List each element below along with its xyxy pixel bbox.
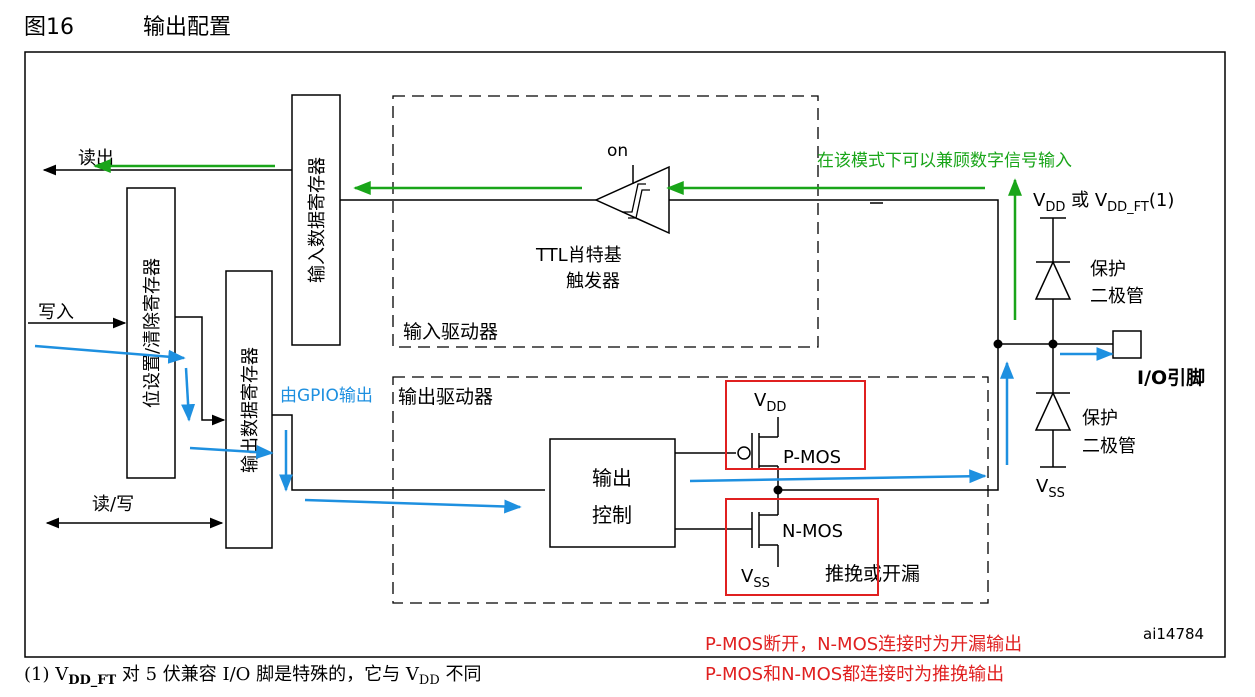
output-driver-label: 输出驱动器 [398, 386, 493, 408]
lower-diode-label-line1: 保护 [1082, 408, 1118, 429]
blue-down-arrow-1 [181, 367, 196, 422]
footnote: (1) VDD_FT 对 5 伏兼容 I/O 脚是特殊的，它与 VDD 不同 [24, 664, 481, 688]
nmos-label: N-MOS [782, 521, 843, 542]
output-control-block [549, 438, 676, 548]
input-driver-box [392, 95, 819, 348]
supply-bottom-label: VSS [1036, 476, 1065, 501]
schmitt-label-line2: 触发器 [566, 271, 620, 292]
input-data-register [291, 94, 341, 346]
output-control-line2: 控制 [592, 503, 632, 527]
pin-node-dot-left [993, 339, 1003, 349]
schmitt-trigger [594, 165, 670, 235]
pmos-vdd-label: VDD [754, 390, 786, 415]
open-drain-note: P-MOS断开，N-MOS连接时为开漏输出 [705, 634, 1022, 655]
blue-to-odr-arrow [189, 445, 274, 460]
schmitt-label-line1: TTL肖特基 [535, 245, 622, 266]
upper-protection-diode [1034, 260, 1072, 300]
pmos-label: P-MOS [783, 447, 841, 468]
input-mode-annotation: 在该模式下可以兼顾数字信号输入 [817, 151, 1072, 171]
nmos-transistor [751, 490, 779, 567]
output-data-register-label: 输出数据寄存器 [240, 347, 261, 473]
blue-to-control-arrow [304, 498, 522, 514]
output-control-line1: 输出 [592, 466, 632, 490]
blue-to-pin-arrow [689, 469, 987, 484]
push-pull-note: P-MOS和N-MOS都连接时为推挽输出 [705, 664, 1004, 685]
input-data-register-label: 输入数据寄存器 [307, 157, 328, 283]
bit-set-reset-register [126, 187, 176, 479]
output-data-register [225, 270, 273, 549]
figure-number: 图16 [24, 15, 74, 40]
nmos-vss-label: VSS [741, 566, 770, 591]
push-pull-open-drain-label: 推挽或开漏 [825, 563, 920, 585]
io-pin-label: I/O引脚 [1137, 367, 1205, 389]
blue-write-arrow [34, 344, 186, 364]
figure-ref-id: ai14784 [1143, 625, 1204, 643]
output-node-dot [773, 485, 783, 495]
pmos-highlight-box [725, 380, 866, 470]
output-to-pin-wire [778, 344, 999, 491]
bit-set-reset-register-label: 位设置/清除寄存器 [142, 258, 163, 408]
upper-diode-label-line2: 二极管 [1090, 286, 1144, 307]
schmitt-on-label: on [607, 141, 628, 161]
figure-title: 输出配置 [143, 15, 231, 40]
lower-diode-label-line2: 二极管 [1082, 436, 1136, 457]
io-pad [1112, 330, 1142, 359]
write-label: 写入 [38, 302, 74, 323]
gpio-output-annotation: 由GPIO输出 [280, 386, 373, 406]
read-write-label: 读/写 [92, 494, 134, 515]
diagram-frame [24, 51, 1226, 658]
odr-to-control-wire [272, 414, 545, 491]
nmos-highlight-box [725, 498, 879, 596]
input-driver-label: 输入驱动器 [403, 321, 498, 343]
supply-top-label: VDD 或 VDD_FT(1) [1033, 190, 1174, 215]
pin-to-schmitt-wire [870, 199, 999, 344]
lower-protection-diode [1034, 391, 1072, 431]
bsrr-to-odr-wire [175, 316, 226, 426]
upper-diode-label-line1: 保护 [1090, 259, 1126, 280]
